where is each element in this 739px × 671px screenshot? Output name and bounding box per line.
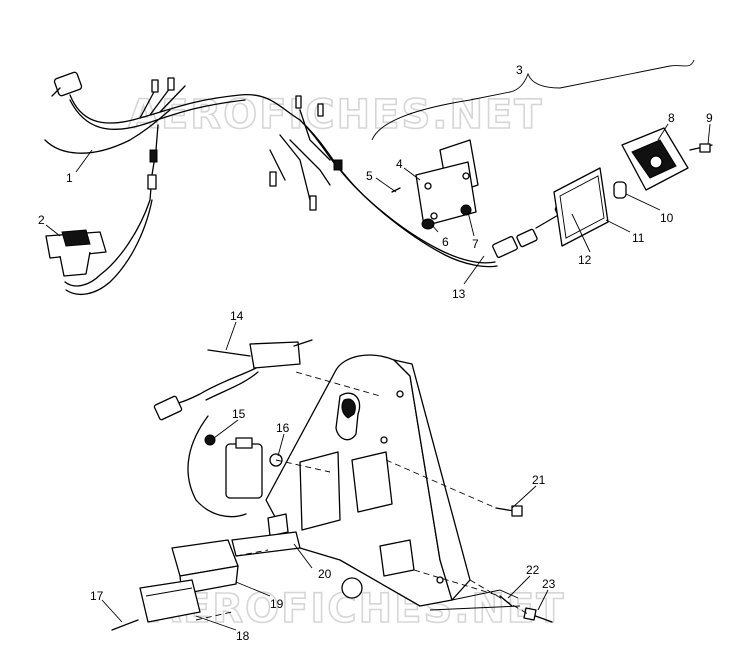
rectifier-assembly bbox=[111, 531, 301, 631]
ignition-module bbox=[153, 341, 301, 518]
callout-16: 16 bbox=[276, 421, 290, 435]
callout-2: 2 bbox=[38, 213, 45, 227]
callout-19: 19 bbox=[270, 597, 284, 611]
leader-lines-bottom bbox=[101, 321, 549, 631]
callout-8: 8 bbox=[668, 111, 675, 125]
callout-1: 1 bbox=[66, 171, 73, 185]
callout-10: 10 bbox=[660, 211, 674, 225]
callout-3: 3 bbox=[516, 63, 523, 77]
callout-22: 22 bbox=[526, 563, 540, 577]
wiring-harness bbox=[44, 71, 498, 296]
callout-6: 6 bbox=[442, 235, 449, 249]
callout-4: 4 bbox=[396, 157, 403, 171]
callout-11: 11 bbox=[632, 231, 645, 245]
group-bracket bbox=[371, 59, 695, 141]
main-panel bbox=[265, 354, 521, 611]
leader-lines-top bbox=[45, 123, 711, 285]
mount-plate bbox=[391, 139, 479, 230]
switch-part bbox=[45, 229, 107, 277]
callout-17: 17 bbox=[90, 589, 104, 603]
callout-5: 5 bbox=[366, 169, 373, 183]
tail-light bbox=[553, 127, 713, 247]
callout-13: 13 bbox=[452, 287, 466, 301]
watermark-top: AEROFICHES.NET bbox=[128, 92, 544, 138]
callout-18: 18 bbox=[236, 629, 250, 643]
callout-numbers: 1 2 3 4 5 6 7 8 9 10 11 12 13 14 15 16 1… bbox=[38, 63, 713, 643]
callout-21: 21 bbox=[532, 473, 546, 487]
callout-14: 14 bbox=[230, 309, 244, 323]
assembly-lines bbox=[195, 371, 529, 621]
callout-20: 20 bbox=[318, 567, 332, 581]
callout-12: 12 bbox=[578, 253, 592, 267]
callout-23: 23 bbox=[542, 577, 556, 591]
callout-15: 15 bbox=[232, 407, 246, 421]
callout-9: 9 bbox=[706, 111, 713, 125]
callout-7: 7 bbox=[472, 237, 479, 251]
